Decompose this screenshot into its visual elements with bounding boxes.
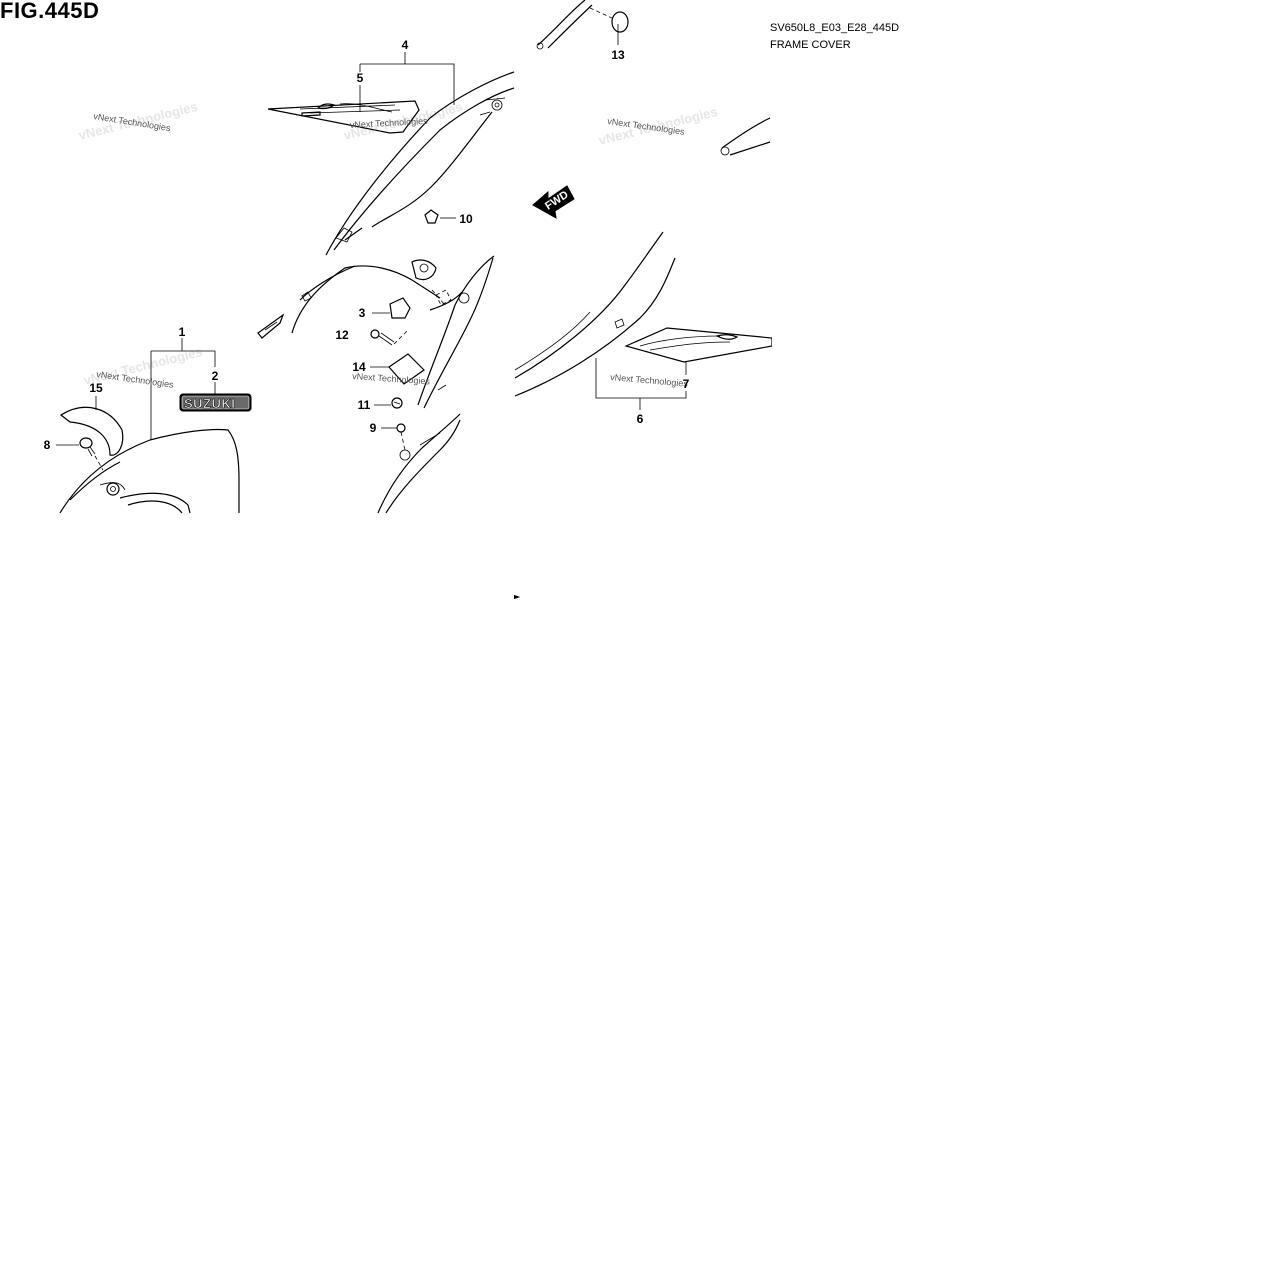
frame-cover-side-panel (417, 255, 495, 409)
callout-15: 15 (89, 381, 103, 395)
callout-9: 9 (370, 421, 377, 435)
callout-8: 8 (44, 438, 51, 452)
figure-title: FIG.445D (0, 0, 100, 23)
tile-masks (0, 55, 1285, 1285)
part-10-clip (424, 209, 456, 224)
decal-sv-lower (624, 327, 773, 363)
decal-sv-upper (267, 100, 420, 134)
callout-labels: 1 2 3 4 5 6 7 8 9 10 11 12 13 14 15 (44, 38, 690, 452)
callout-4: 4 (402, 38, 409, 52)
part-12-screw (370, 329, 409, 346)
callout-1: 1 (179, 325, 186, 339)
frame-cover-main (59, 428, 240, 514)
frame-cover-middle (257, 259, 441, 339)
part-3-clip (372, 297, 411, 319)
suzuki-emblem: SUZUKI (179, 393, 252, 412)
frame-cover-upper (325, 71, 515, 256)
fwd-arrow: FWD (532, 185, 575, 219)
callout-3: 3 (359, 306, 366, 320)
stray-mark-top (514, 595, 520, 599)
part-11-bolt (374, 397, 403, 409)
emblem-text: SUZUKI (184, 396, 235, 411)
callout-2: 2 (212, 369, 219, 383)
callout-10: 10 (459, 212, 473, 226)
callout-14: 14 (352, 360, 366, 374)
figure-name: FRAME COVER (770, 39, 851, 51)
callout-6: 6 (637, 412, 644, 426)
callout-13: 13 (611, 48, 625, 62)
frame-cover-right (514, 231, 676, 397)
frame-cover-lower (377, 413, 461, 514)
frame-cover-right-fragment (720, 117, 771, 156)
part-13-cap (536, 0, 629, 50)
part-9-grommet (381, 423, 406, 451)
watermark-ghosts: vNext Technologies vNext Technologies vN… (77, 99, 719, 388)
bracket-leaders (150, 24, 687, 440)
part-8-screw (56, 437, 104, 471)
callout-7: 7 (683, 377, 690, 391)
part-14-pad (370, 353, 425, 385)
callout-5: 5 (357, 71, 364, 85)
watermark-2: vNext Technologies (350, 116, 429, 130)
callout-11: 11 (358, 398, 371, 412)
callout-12: 12 (335, 328, 349, 342)
model-code: SV650L8_E03_E28_445D (770, 22, 900, 34)
part-15-trim (59, 396, 124, 456)
watermark-6: vNext Technologies (610, 372, 689, 389)
